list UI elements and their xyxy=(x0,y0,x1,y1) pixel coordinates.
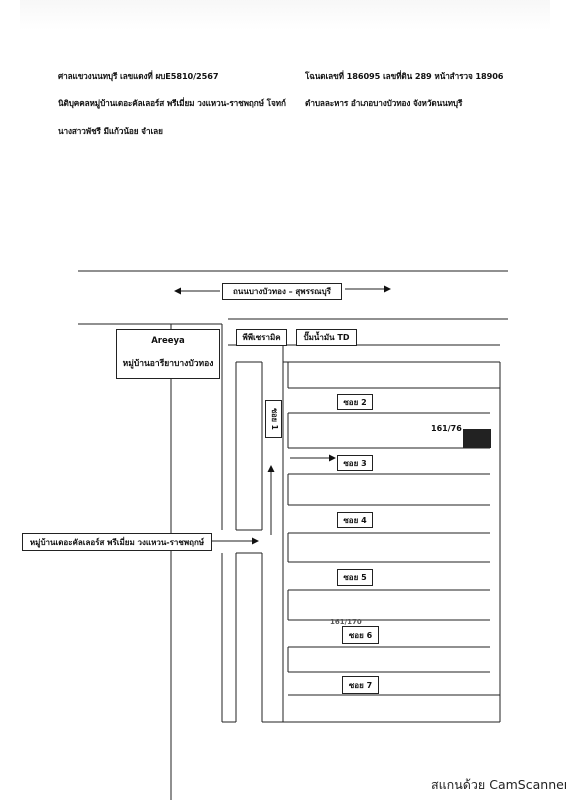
ceramic-shop-label: พีพีเซรามิค xyxy=(236,329,287,346)
deed-line: โฉนดเลขที่ 186095 เลขที่ดิน 289 หน้าสำรว… xyxy=(305,71,504,81)
soi-3-label: ซอย 3 xyxy=(337,455,373,471)
camscanner-footer: สแกนด้วย CamScanner xyxy=(431,777,566,792)
location-line: ตำบลละหาร อำเภอบางบัวทอง จังหวัดนนทบุรี xyxy=(305,98,463,108)
village-entry-label: หมู่บ้านเดอะคัลเลอร์ส พรีเมี่ยม วงแหวน-ร… xyxy=(22,533,212,551)
scan-top-smudge xyxy=(20,0,550,30)
plaintiff-line: นิติบุคคลหมู่บ้านเดอะคัลเลอร์ส พรีเมี่ยม… xyxy=(58,98,286,108)
house-number-label: 161/76 xyxy=(431,424,462,433)
soi-7-label: ซอย 7 xyxy=(342,676,379,694)
court-case-line: ศาลแขวงนนทบุรี เลขแดงที่ ผบE5810/2567 xyxy=(58,71,219,81)
faded-house-number: 161/170 xyxy=(330,618,362,626)
target-plot-marker xyxy=(463,429,491,448)
gas-station-label: ปั๊มน้ำมัน TD xyxy=(296,329,357,346)
areeya-village: หมู่บ้านอารียาบางบัวทอง xyxy=(122,359,214,369)
areeya-name: Areeya xyxy=(151,336,185,346)
soi-1-label: ซอย 1 xyxy=(265,400,282,438)
soi-2-label: ซอย 2 xyxy=(337,394,373,410)
soi-5-label: ซอย 5 xyxy=(337,569,373,586)
soi-4-label: ซอย 4 xyxy=(337,512,373,528)
main-road-label: ถนนบางบัวทอง – สุพรรณบุรี xyxy=(222,283,342,300)
soi-6-label: ซอย 6 xyxy=(342,626,379,644)
areeya-box: Areeya หมู่บ้านอารียาบางบัวทอง xyxy=(116,329,220,379)
defendant-line: นางสาวพัชรี มีแก้วน้อย จำเลย xyxy=(58,126,163,136)
